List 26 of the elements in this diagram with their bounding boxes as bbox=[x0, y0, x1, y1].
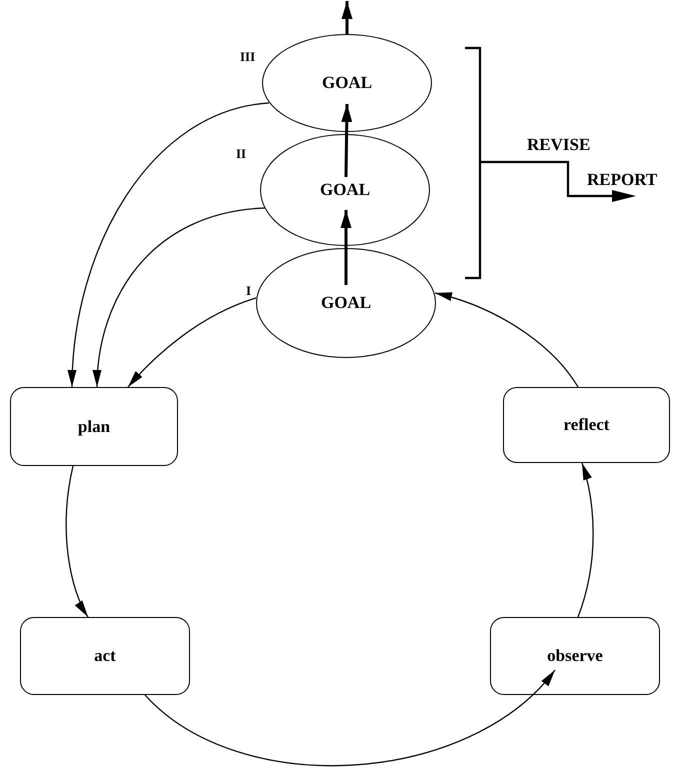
arrow bbox=[342, 1, 352, 34]
arrow bbox=[68, 102, 270, 388]
node-label: GOAL bbox=[322, 73, 372, 93]
process-box bbox=[490, 617, 660, 695]
node-label: plan bbox=[78, 416, 110, 436]
edge-label: I bbox=[246, 284, 252, 297]
arrow bbox=[144, 670, 556, 766]
node-label: reflect bbox=[564, 415, 610, 435]
process-box bbox=[10, 387, 178, 466]
arrow bbox=[128, 297, 256, 388]
node-label: observe bbox=[547, 646, 603, 666]
node-label: GOAL bbox=[320, 293, 372, 313]
node-label: GOAL bbox=[320, 180, 370, 200]
arrow bbox=[340, 210, 352, 285]
process-box bbox=[503, 387, 670, 463]
arrow bbox=[93, 207, 266, 388]
arrow bbox=[341, 104, 352, 178]
text-label: REPORT bbox=[587, 171, 658, 188]
arrow bbox=[434, 292, 578, 388]
arrow bbox=[577, 462, 594, 618]
edge-label: III bbox=[240, 50, 256, 63]
process-box bbox=[20, 617, 190, 695]
edge-label: II bbox=[236, 147, 246, 160]
arrow bbox=[66, 466, 89, 618]
text-label: REVISE bbox=[527, 136, 590, 153]
node-label: act bbox=[94, 646, 116, 666]
